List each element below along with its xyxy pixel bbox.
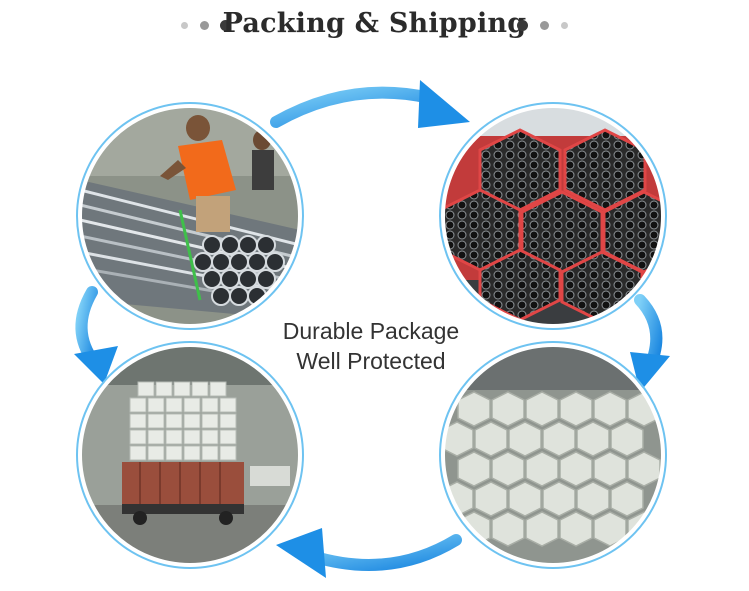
caption-line-2: Well Protected	[296, 348, 446, 374]
decor-dot-left-3	[181, 22, 188, 29]
decor-dot-right-2	[540, 21, 549, 30]
decor-dot-left-1	[220, 20, 231, 31]
arrow-top-right-icon	[270, 80, 470, 128]
worker-packing-steel-pipes-photo	[76, 102, 304, 330]
decor-dot-left-2	[200, 21, 209, 30]
decor-dot-right-3	[561, 22, 568, 29]
arrow-left-down-icon	[74, 286, 118, 384]
hexagon-bundled-pipes-red-wrap-photo	[439, 102, 667, 330]
decor-dot-right-1	[517, 20, 528, 31]
truck-loaded-with-bundles-photo	[76, 341, 304, 569]
arrow-bottom-left-icon	[276, 528, 462, 578]
header: Packing & Shipping	[0, 0, 749, 56]
page-title: Packing & Shipping	[222, 8, 527, 39]
center-caption: Durable Package Well Protected	[246, 316, 496, 376]
caption-line-1: Durable Package	[282, 318, 460, 344]
